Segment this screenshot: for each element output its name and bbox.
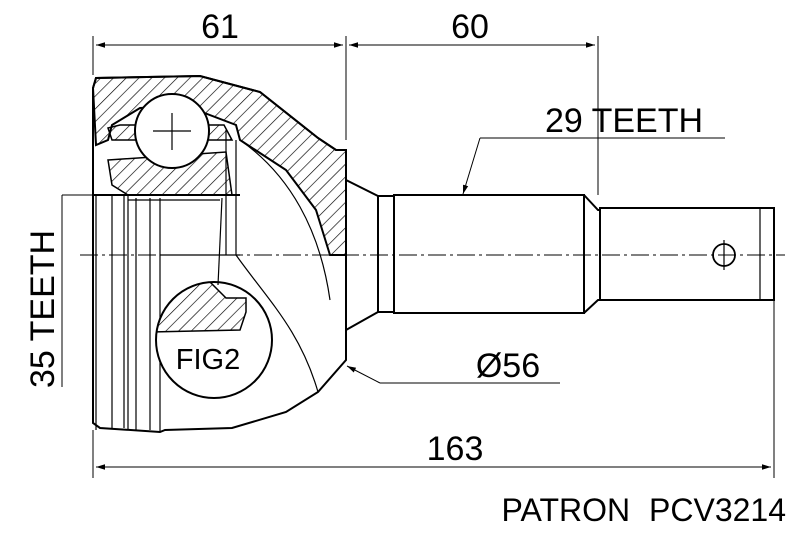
- dimension-60: 60: [349, 8, 599, 195]
- ball: [134, 93, 210, 169]
- outer-teeth-label: 29 TEETH: [545, 102, 703, 140]
- stub-shaft: [345, 179, 775, 331]
- dimension-61-label: 61: [201, 8, 239, 46]
- fig2-label: FIG2: [176, 344, 240, 376]
- dimension-60-label: 60: [451, 8, 489, 46]
- outer-race-bell: [91, 74, 347, 434]
- product-caption: PATRON PCV3214: [502, 492, 786, 528]
- outer-teeth-callout: 29 TEETH: [462, 102, 725, 195]
- inner-teeth-label: 35 TEETH: [24, 230, 62, 388]
- brand-name: PATRON: [502, 492, 631, 528]
- inner-teeth-callout: 35 TEETH: [24, 194, 128, 388]
- diameter-callout: Ø56: [346, 347, 560, 385]
- part-code: PCV3214: [649, 492, 786, 528]
- dimension-61: 61: [92, 8, 347, 140]
- diameter-label: Ø56: [476, 347, 540, 385]
- fig2-detail: FIG2: [155, 197, 273, 399]
- dimension-163-label: 163: [427, 430, 484, 468]
- dimension-163: 163: [92, 300, 775, 478]
